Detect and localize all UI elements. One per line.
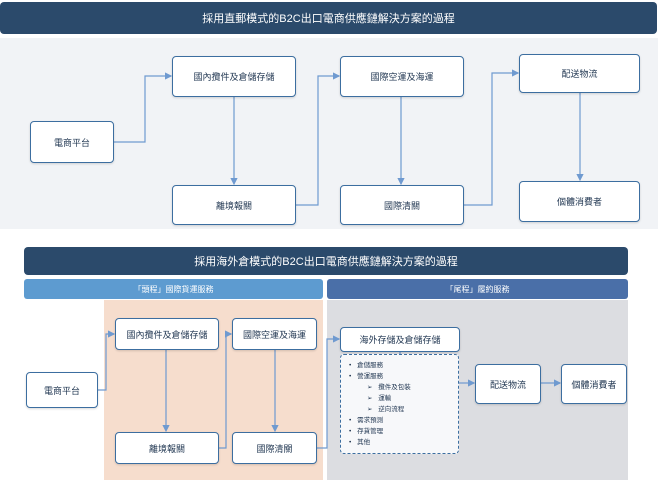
diagram2-title: 採用海外倉模式的B2C出口電商供應鏈解決方案的過程 [24, 247, 628, 275]
diagram2-left-header-label: 「頭程」國際貨運服務 [133, 284, 214, 294]
service-item-label: 需求預測 [357, 417, 384, 424]
d1-edge-customs-transport [296, 72, 341, 206]
bullet-icon: • [349, 439, 352, 446]
d1-node-domestic-collect-label: 國內攬件及倉儲存儲 [193, 72, 275, 82]
service-item-label: 存貨管理 [357, 428, 384, 435]
d2-node-intl-transport: 國際空運及海運 [232, 318, 317, 350]
service-item-label: 營運服務 [357, 373, 384, 380]
service-item-label: 倉儲服務 [357, 362, 384, 369]
service-item: • 其他 [349, 439, 371, 447]
d2-node-intl-transport-label: 國際空運及海運 [242, 329, 306, 340]
d1-node-consumer: 個體消費者 [519, 181, 640, 222]
bullet-icon: • [349, 417, 352, 424]
d1-node-intl-transport: 國際空運及海運 [340, 56, 464, 97]
d2-edge-ecommerce-domestic [98, 330, 116, 391]
diagram1-title-text: 採用直郵模式的B2C出口電商供應鏈解決方案的過程 [202, 13, 455, 25]
d2-services-box: • 倉儲服務 • 營運服務 ➢ 攬件及包裝 ➢ 運輸 ➢ 逆向流程 • 需求預測… [340, 354, 459, 454]
d1-edge-clearance-delivery [464, 69, 520, 206]
d2-node-overseas-storage-label: 海外存儲及倉儲存儲 [359, 335, 441, 345]
d1-node-ecommerce-label: 電商平台 [53, 137, 90, 148]
d2-node-intl-clearance: 國際清關 [232, 432, 317, 464]
diagram1-title: 採用直郵模式的B2C出口電商供應鏈解決方案的過程 [0, 2, 657, 34]
d2-node-export-customs-label: 離境報關 [148, 443, 185, 454]
d2-node-export-customs: 離境報關 [115, 432, 219, 464]
d1-node-intl-transport-label: 國際空運及海運 [370, 72, 434, 82]
service-subitem-label: 攬件及包裝 [378, 384, 411, 391]
diagram2-right-header-label: 「尾程」履約服務 [445, 284, 510, 294]
diagram2-left-header: 「頭程」國際貨運服務 [24, 279, 323, 299]
d2-edge-customs-transport [219, 330, 233, 449]
d1-node-intl-clearance-label: 國際清關 [383, 200, 420, 211]
bullet-icon: • [349, 362, 352, 369]
d1-node-consumer-label: 個體消費者 [556, 197, 602, 207]
d2-node-domestic-collect: 國內攬件及倉儲存儲 [115, 318, 219, 350]
service-subitem: ➢ 逆向流程 [367, 406, 405, 414]
service-subitem: ➢ 運輸 [367, 395, 392, 403]
service-item: • 存貨管理 [349, 428, 384, 436]
diagram2-title-text: 採用海外倉模式的B2C出口電商供應鏈解決方案的過程 [194, 256, 458, 268]
service-subitem-label: 逆向流程 [378, 406, 405, 413]
d2-node-ecommerce: 電商平台 [26, 372, 98, 408]
d1-edge-ecommerce-domestic [114, 72, 173, 143]
service-item: • 需求預測 [349, 417, 384, 425]
bullet-icon: • [349, 428, 352, 435]
arrow-bullet-icon: ➢ [367, 406, 373, 413]
d1-node-export-customs-label: 離境報關 [215, 200, 252, 211]
d2-node-delivery-label: 配送物流 [489, 379, 526, 390]
d1-node-delivery-label: 配送物流 [561, 69, 598, 79]
d2-node-consumer: 個體消費者 [561, 364, 627, 404]
service-subitem: ➢ 攬件及包裝 [367, 384, 411, 392]
d1-node-domestic-collect: 國內攬件及倉儲存儲 [172, 56, 296, 97]
d1-node-intl-clearance: 國際清關 [340, 185, 464, 225]
d2-node-intl-clearance-label: 國際清關 [256, 443, 293, 454]
d2-edge-clearance-storage [317, 335, 341, 449]
d2-node-overseas-storage: 海外存儲及倉儲存儲 [340, 327, 460, 352]
arrow-bullet-icon: ➢ [367, 384, 373, 391]
d1-node-delivery: 配送物流 [519, 54, 640, 93]
d2-node-delivery: 配送物流 [475, 364, 541, 404]
diagram2-right-header: 「尾程」履約服務 [327, 279, 628, 299]
arrow-bullet-icon: ➢ [367, 395, 373, 402]
service-item: • 倉儲服務 [349, 362, 384, 370]
d2-node-ecommerce-label: 電商平台 [43, 385, 80, 396]
service-item-label: 其他 [357, 439, 371, 446]
service-subitem-label: 運輸 [378, 395, 392, 402]
d1-node-export-customs: 離境報關 [172, 185, 296, 225]
service-item: • 營運服務 [349, 373, 384, 381]
bullet-icon: • [349, 373, 352, 380]
d2-node-domestic-collect-label: 國內攬件及倉儲存儲 [126, 329, 208, 340]
d1-node-ecommerce: 電商平台 [30, 121, 114, 163]
d2-node-consumer-label: 個體消費者 [571, 379, 617, 390]
